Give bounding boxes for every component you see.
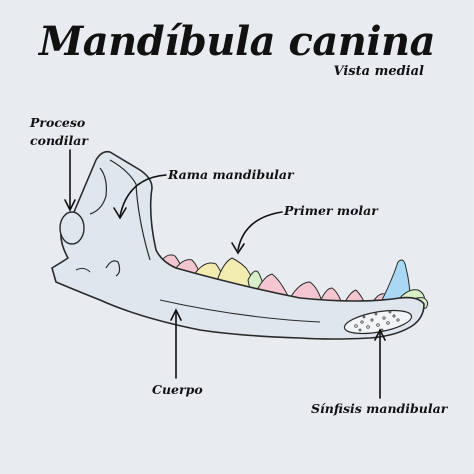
label-sinfisis-mandibular: Sínfisis mandibular xyxy=(311,401,448,416)
label-proceso-line1: Proceso xyxy=(30,115,86,130)
label-cuerpo: Cuerpo xyxy=(152,382,203,397)
label-rama-mandibular: Rama mandibular xyxy=(168,167,294,182)
label-primer-molar: Primer molar xyxy=(284,203,378,218)
mandibular-foramen xyxy=(105,260,121,277)
angular-notch xyxy=(75,267,91,273)
condylar-process xyxy=(59,211,85,245)
page-subtitle: Vista medial xyxy=(333,64,425,79)
canine-tooth xyxy=(381,259,411,301)
ramus-inner-ridge xyxy=(109,159,151,261)
body-inner-line xyxy=(159,299,321,323)
symphysis-texture xyxy=(354,310,400,332)
coronoid-inner-line xyxy=(89,167,107,215)
annotation-arrows xyxy=(64,149,386,399)
label-proceso-line2: condilar xyxy=(30,133,88,148)
label-proceso-condilar: Proceso condilar xyxy=(30,114,88,150)
page-title: Mandíbula canina xyxy=(38,18,436,65)
arrow-rama-mandibular xyxy=(119,174,167,217)
arrow-primer-molar xyxy=(237,211,283,251)
